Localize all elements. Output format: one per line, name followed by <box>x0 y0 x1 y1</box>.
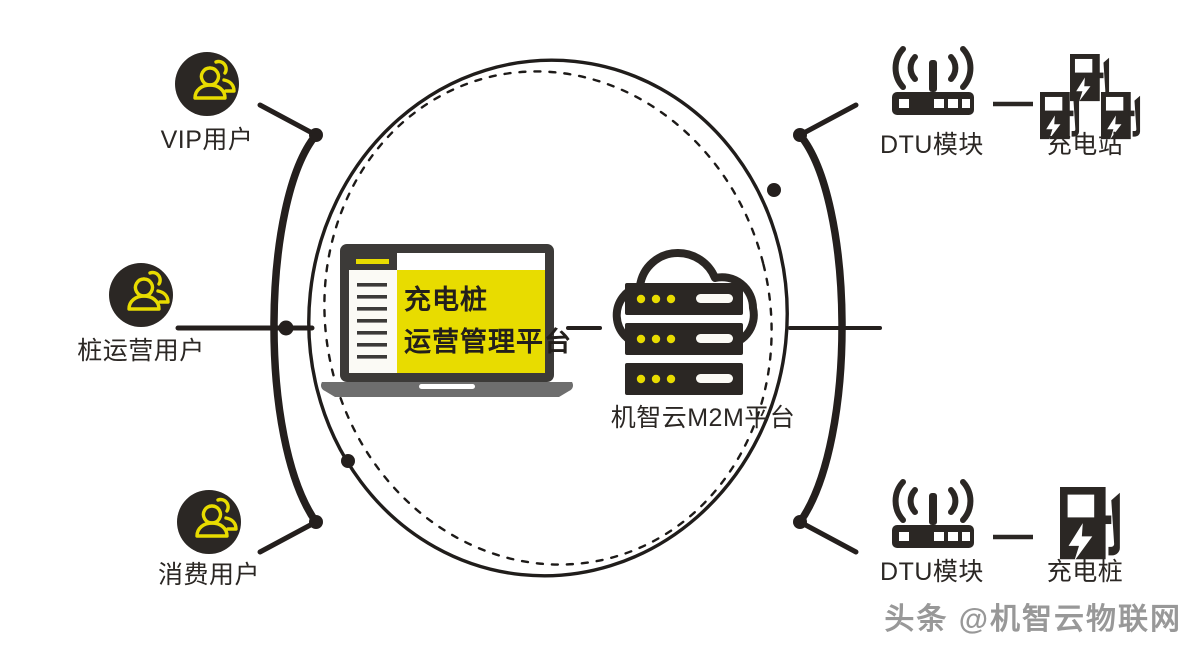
right-bracket-arc <box>796 131 846 526</box>
cloud-server-icon <box>612 248 758 395</box>
users-icon-consumer <box>177 490 241 554</box>
laptop-screen-title-line1: 充电桩 <box>404 285 488 315</box>
dtu-router-icon-top <box>892 46 974 115</box>
dashed-orbit-circle <box>323 70 773 566</box>
watermark-text: 头条 @机智云物联网 <box>884 603 1182 636</box>
connector-pile <box>793 515 859 555</box>
connector-vip <box>257 102 323 142</box>
label-dtu-bottom: DTU模块 <box>880 558 984 586</box>
label-dtu-top: DTU模块 <box>880 131 984 159</box>
laptop-screen-title-line2: 运营管理平台 <box>404 327 572 357</box>
dtu-router-icon-bottom <box>892 479 974 548</box>
connector-station <box>793 102 859 142</box>
users-icon-operator <box>109 263 173 327</box>
connector-consumer <box>257 515 323 555</box>
label-cloud-platform: 机智云M2M平台 <box>610 404 796 432</box>
users-icon-vip <box>175 52 239 116</box>
charging-station-icon <box>1040 54 1141 140</box>
label-charging-station: 充电站 <box>1046 131 1124 159</box>
orbit-node-upper-right <box>767 183 781 197</box>
label-vip-user: VIP用户 <box>160 126 254 154</box>
label-charging-pile: 充电桩 <box>1046 558 1124 586</box>
orbit-node-lower-left <box>341 454 355 468</box>
charging-pile-icon <box>1060 487 1120 562</box>
solid-orbit-circle <box>307 58 789 578</box>
label-consumer-user: 消费用户 <box>157 561 261 589</box>
laptop-icon <box>320 244 574 397</box>
left-bracket-arc <box>270 131 320 526</box>
label-operator-user: 桩运营用户 <box>77 337 205 365</box>
connector-operator <box>175 320 315 336</box>
